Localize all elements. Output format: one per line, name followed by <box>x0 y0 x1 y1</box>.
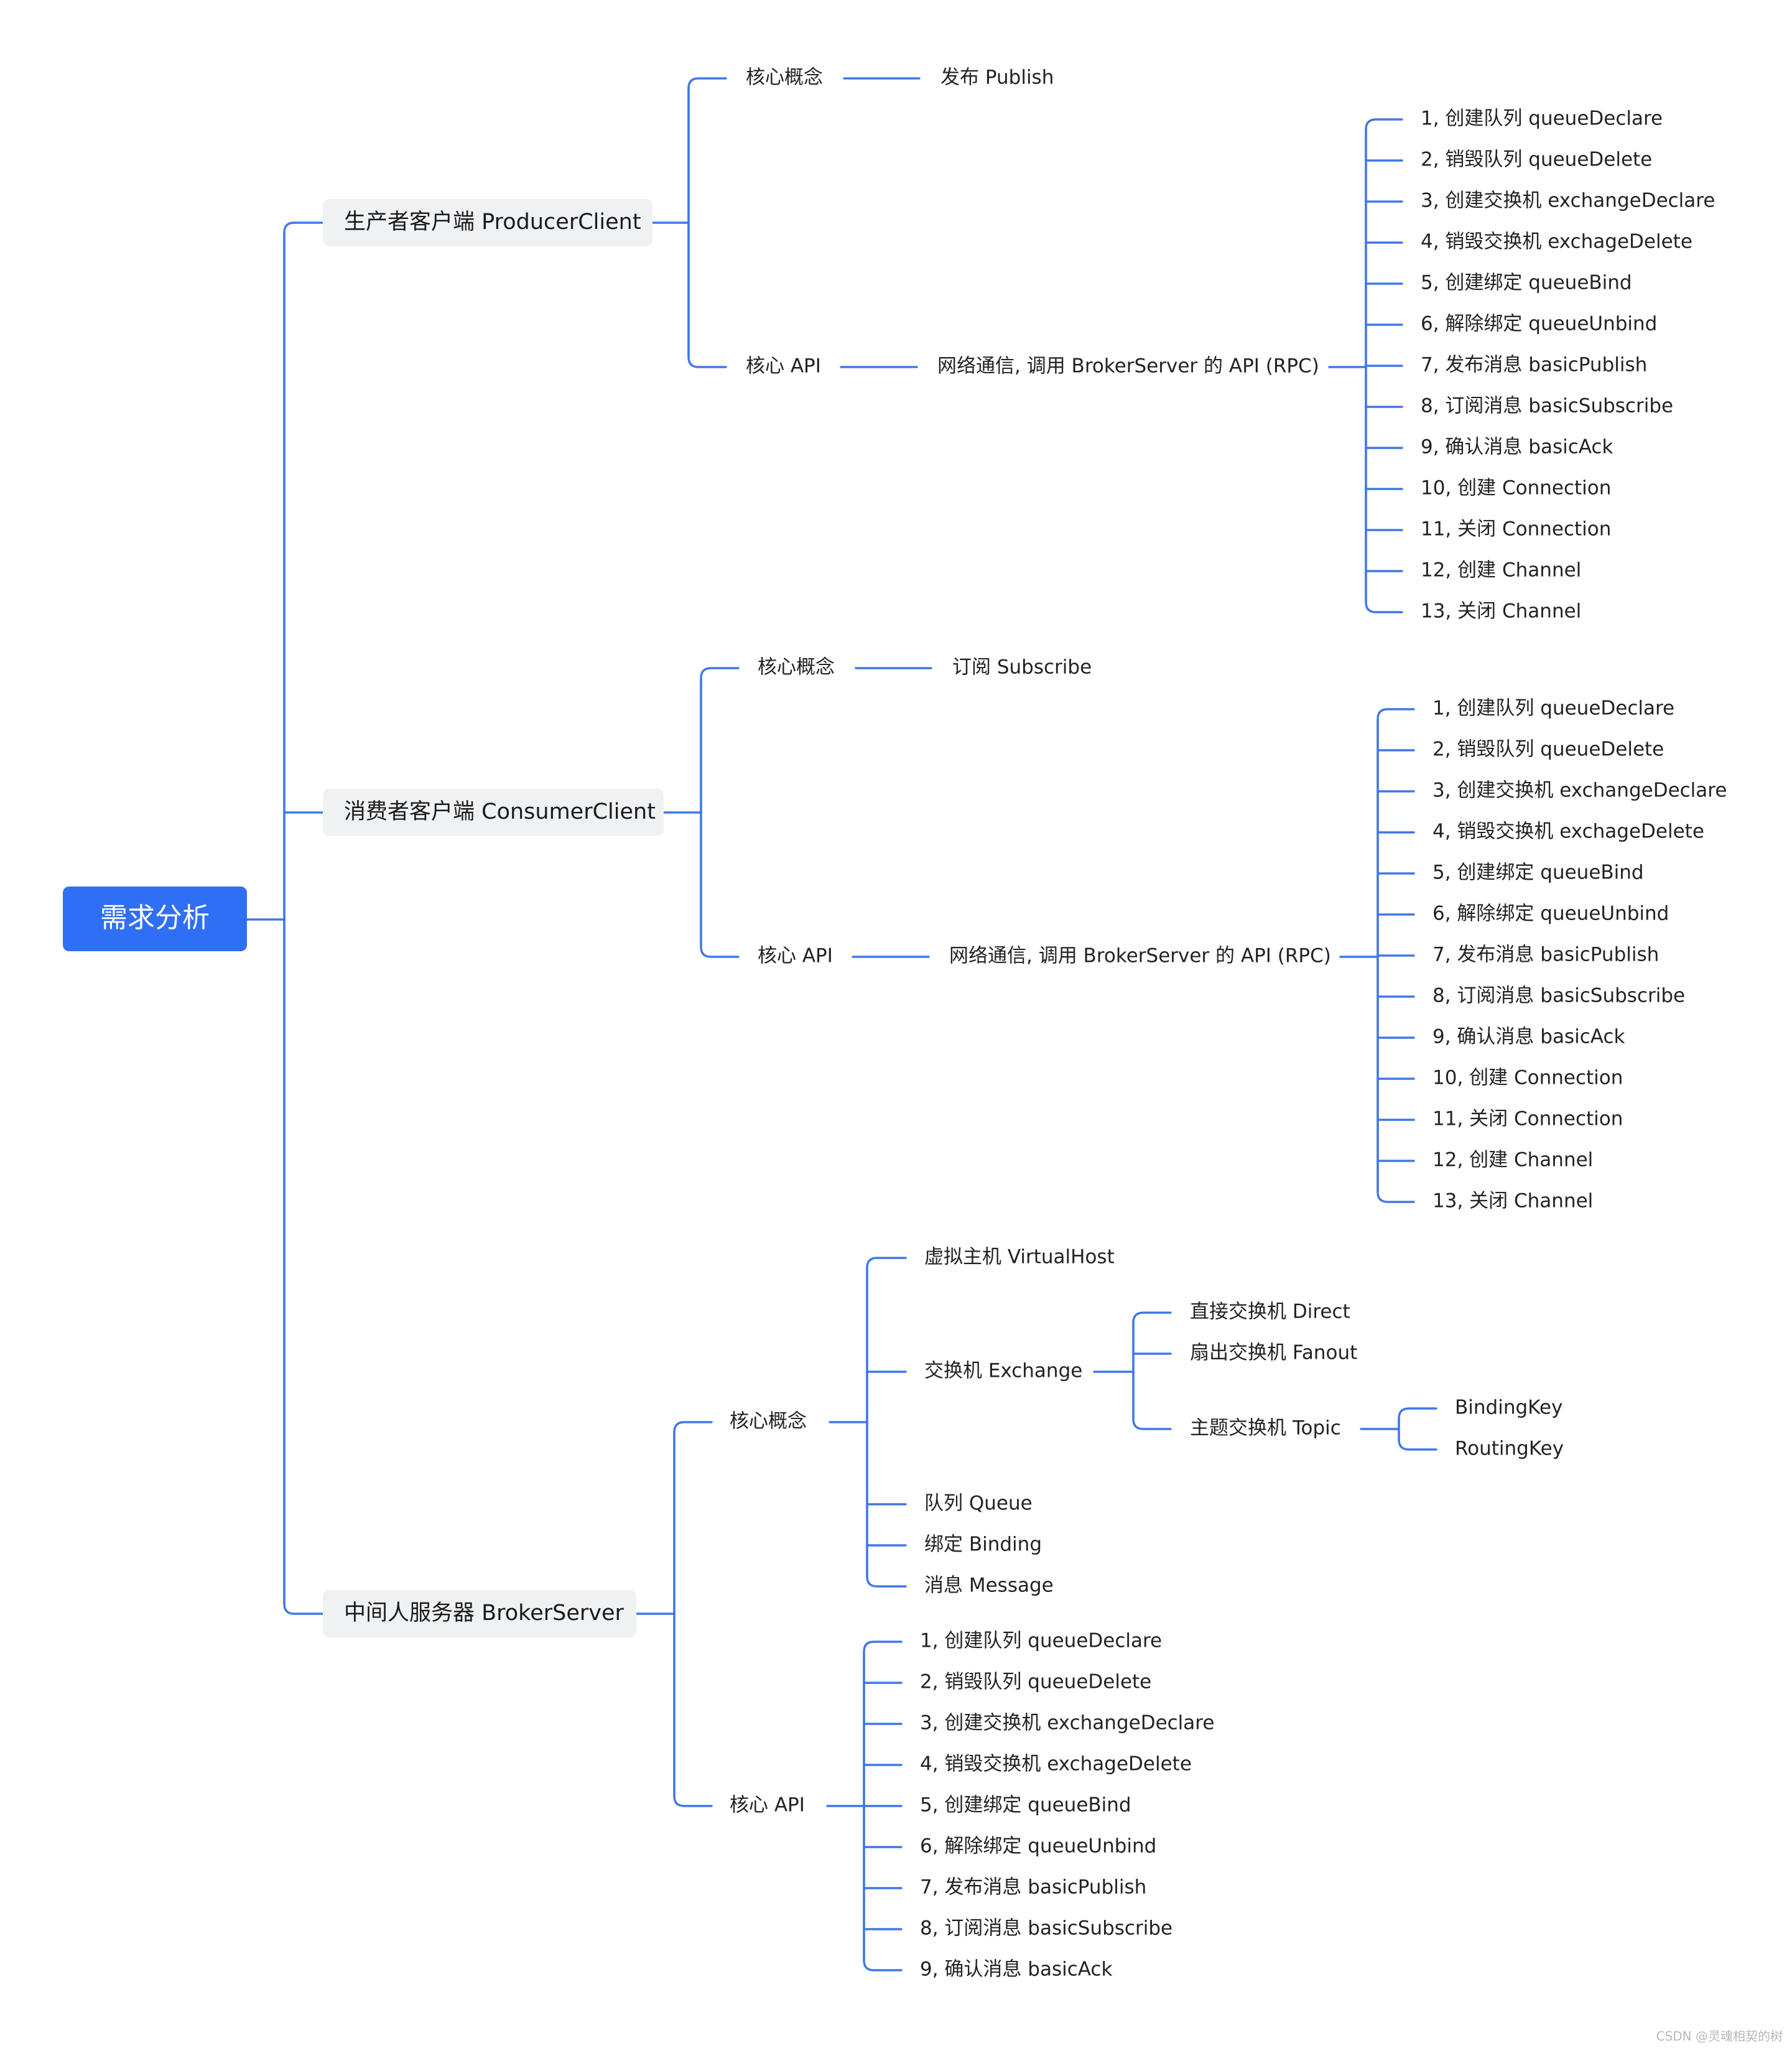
connector-49 <box>673 1421 713 1615</box>
connector-4 <box>283 918 324 1615</box>
broker-core-api: 核心 API <box>730 1794 805 1817</box>
connector-7 <box>687 77 727 224</box>
producer-api-list: 1, 创建队列 queueDeclare 2, 销毁队列 queueDelete 3… <box>1421 108 1715 623</box>
connector-29 <box>700 811 740 958</box>
topic-routing-key: RoutingKey <box>1455 1438 1564 1460</box>
broker-api-item-7: 7, 发布消息 basicPublish <box>920 1876 1146 1899</box>
consumer-api-list: 1, 创建队列 queueDeclare 2, 销毁队列 queueDelete 3… <box>1432 697 1727 1213</box>
producer-api-item-7: 7, 发布消息 basicPublish <box>1421 354 1647 376</box>
root-node-box <box>63 887 247 951</box>
exchange-topic: 主题交换机 Topic <box>1190 1417 1341 1440</box>
connector-60 <box>1132 1311 1172 1373</box>
broker-api-item-1: 1, 创建队列 queueDeclare <box>920 1630 1162 1652</box>
broker-exchange: 交换机 Exchange <box>924 1360 1082 1382</box>
consumer-api-item-12: 12, 创建 Channel <box>1432 1149 1593 1171</box>
consumer-api-item-8: 8, 订阅消息 basicSubscribe <box>1432 985 1685 1007</box>
producer-box <box>323 199 652 246</box>
connector-53 <box>866 1257 907 1423</box>
consumer-node: 消费者客户端 ConsumerClient <box>344 799 656 824</box>
producer-api-item-5: 5, 创建绑定 queueBind <box>1421 272 1632 294</box>
broker-api-item-8: 8, 订阅消息 basicSubscribe <box>920 1917 1172 1940</box>
broker-node: 中间人服务器 BrokerServer <box>344 1601 624 1626</box>
consumer-core-concept: 核心概念 <box>758 656 835 679</box>
consumer-api-item-4: 4, 销毁交换机 exchageDelete <box>1432 821 1704 843</box>
consumer-api-item-9: 9, 确认消息 basicAck <box>1432 1026 1625 1048</box>
producer-publish: 发布 Publish <box>940 67 1054 89</box>
broker-binding: 绑定 Binding <box>924 1534 1042 1556</box>
producer-api-item-12: 12, 创建 Channel <box>1421 559 1581 582</box>
consumer-api-item-3: 3, 创建交换机 exchangeDeclare <box>1432 780 1727 802</box>
consumer-api-item-6: 6, 解除绑定 queueUnbind <box>1432 903 1669 925</box>
consumer-box <box>323 789 664 836</box>
topic-binding-key: BindingKey <box>1455 1397 1562 1419</box>
consumer-api-item-10: 10, 创建 Connection <box>1432 1067 1623 1089</box>
exchange-direct: 直接交换机 Direct <box>1190 1301 1350 1323</box>
consumer-subscribe: 订阅 Subscribe <box>952 656 1092 679</box>
connector-50 <box>673 1613 713 1807</box>
connector-66 <box>1398 1428 1437 1451</box>
exchange-fanout: 扇出交换机 Fanout <box>1190 1342 1357 1364</box>
broker-api-item-2: 2, 销毁队列 queueDelete <box>920 1671 1151 1693</box>
producer-api-item-8: 8, 订阅消息 basicSubscribe <box>1421 395 1673 417</box>
producer-core-api: 核心 API <box>746 355 821 378</box>
producer-api-item-3: 3, 创建交换机 exchangeDeclare <box>1421 190 1715 212</box>
broker-message: 消息 Message <box>924 1575 1054 1597</box>
producer-api-item-13: 13, 关闭 Channel <box>1421 600 1581 623</box>
broker-box <box>323 1590 636 1637</box>
consumer-core-api: 核心 API <box>758 945 833 967</box>
broker-api-item-6: 6, 解除绑定 queueUnbind <box>920 1835 1156 1858</box>
connector-2 <box>283 221 324 921</box>
producer-api-item-11: 11, 关闭 Connection <box>1421 518 1611 541</box>
producer-api-item-2: 2, 销毁队列 queueDelete <box>1421 149 1652 171</box>
producer-rpc: 网络通信, 调用 BrokerServer 的 API (RPC) <box>937 355 1319 378</box>
producer-api-item-9: 9, 确认消息 basicAck <box>1421 436 1613 458</box>
producer-api-item-10: 10, 创建 Connection <box>1421 477 1611 500</box>
consumer-api-item-5: 5, 创建绑定 queueBind <box>1432 862 1644 884</box>
connector-62 <box>1132 1371 1172 1430</box>
connector-28 <box>700 667 740 814</box>
broker-api-list: 1, 创建队列 queueDeclare 2, 销毁队列 queueDelete 3… <box>920 1630 1214 1981</box>
broker-api-item-4: 4, 销毁交换机 exchageDelete <box>920 1753 1192 1776</box>
consumer-rpc: 网络通信, 调用 BrokerServer 的 API (RPC) <box>949 945 1331 967</box>
broker-virtual-host: 虚拟主机 VirtualHost <box>924 1246 1115 1268</box>
root-node: 需求分析 <box>100 902 210 934</box>
broker-api-item-9: 9, 确认消息 basicAck <box>920 1958 1112 1981</box>
producer-api-item-6: 6, 解除绑定 queueUnbind <box>1421 313 1657 335</box>
broker-api-item-5: 5, 创建绑定 queueBind <box>920 1794 1131 1817</box>
consumer-api-item-7: 7, 发布消息 basicPublish <box>1432 944 1659 966</box>
connector-65 <box>1398 1407 1437 1430</box>
producer-core-concept: 核心概念 <box>746 67 823 89</box>
broker-api-item-3: 3, 创建交换机 exchangeDeclare <box>920 1712 1214 1734</box>
consumer-api-item-11: 11, 关闭 Connection <box>1432 1108 1623 1130</box>
watermark: CSDN @灵魂相契的树 <box>1656 2029 1783 2044</box>
producer-api-item-1: 1, 创建队列 queueDeclare <box>1421 108 1663 130</box>
consumer-api-item-13: 13, 关闭 Channel <box>1432 1190 1593 1213</box>
connector-lines <box>246 77 1437 1971</box>
consumer-api-item-2: 2, 销毁队列 queueDelete <box>1432 738 1664 761</box>
connector-8 <box>687 221 727 368</box>
consumer-api-item-1: 1, 创建队列 queueDeclare <box>1432 697 1674 720</box>
broker-core-concept: 核心概念 <box>730 1410 807 1433</box>
producer-node: 生产者客户端 ProducerClient <box>344 210 641 235</box>
broker-queue: 队列 Queue <box>924 1492 1033 1515</box>
producer-api-item-4: 4, 销毁交换机 exchageDelete <box>1421 231 1692 253</box>
